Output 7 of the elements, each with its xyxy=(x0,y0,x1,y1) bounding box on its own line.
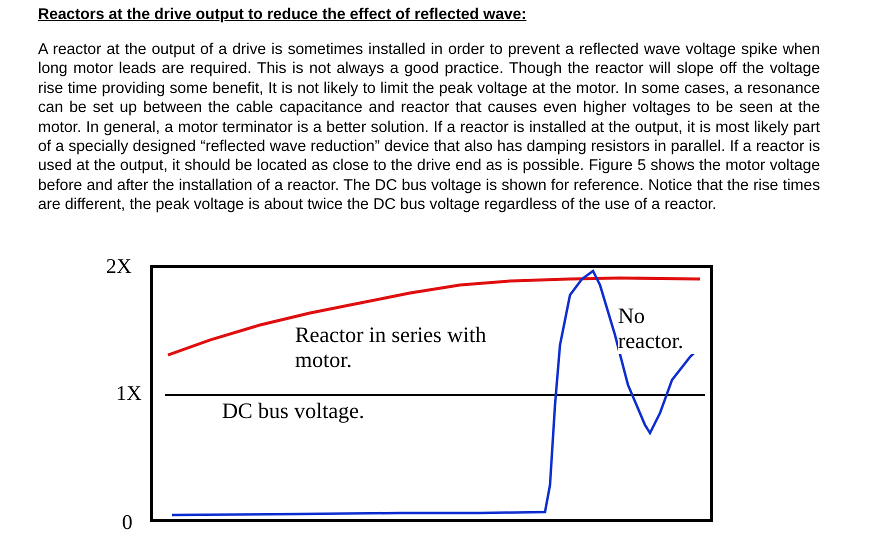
axis-tick-label: 2X xyxy=(106,254,132,278)
line-label: DC bus voltage. xyxy=(222,398,364,424)
axis-tick-label: 0 xyxy=(122,510,132,534)
paragraph: A reactor at the output of a drive is sometimes installed in order to prevent a reflected wave voltage spike when long motor leads are required. This is not always a good practice. Though the reactor will slope off the voltage rise time providing some benefit, It is not likely to limit the peak voltage at the motor. In some cases, a resonance can be set up between the cable capacitance and reactor that causes even higher voltages to be seen at the motor. In general, a motor terminator is a better solution. If a reactor is installed at the output, it is most likely part of a specially designed “reflected wave reduction” device that also has damping resistors in parallel. If a reactor is used at the output, it should be located as close to the drive end as is possible. Figure 5 shows the motor voltage before and after the installation of a reactor. The DC bus voltage is shown for reference. Notice that the rise times are different, the peak voltage is about twice the DC bus voltage regardless of the use of a reactor. xyxy=(38,40,820,215)
axis-tick-label: 1X xyxy=(116,381,142,406)
heading: Reactors at the drive output to reduce the effect of reflected wave: xyxy=(38,6,526,24)
curve-label: Reactor in series with motor. xyxy=(295,322,488,373)
